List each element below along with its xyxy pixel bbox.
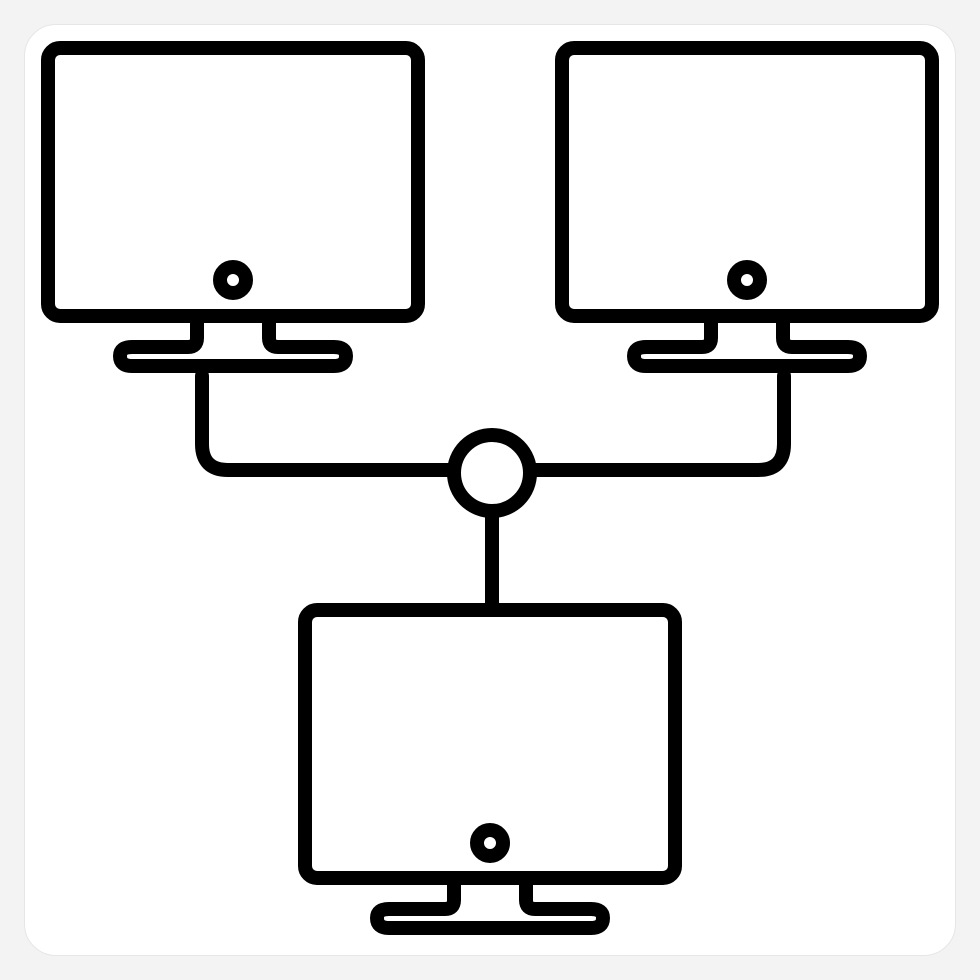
monitor-stand [627,311,867,373]
power-button-icon [213,260,253,300]
monitor-screen [555,41,939,323]
monitor-icon [41,41,425,373]
connection-line-right [523,369,791,477]
monitor-stand [370,873,610,935]
monitor-icon [298,603,682,935]
connection-line-left [195,369,459,477]
icon-card [24,24,956,956]
power-button-icon [727,260,767,300]
monitor-icon [555,41,939,373]
monitor-screen [41,41,425,323]
monitor-screen [298,603,682,885]
network-hub-icon [447,428,537,518]
power-button-icon [470,823,510,863]
monitor-stand [113,311,353,373]
